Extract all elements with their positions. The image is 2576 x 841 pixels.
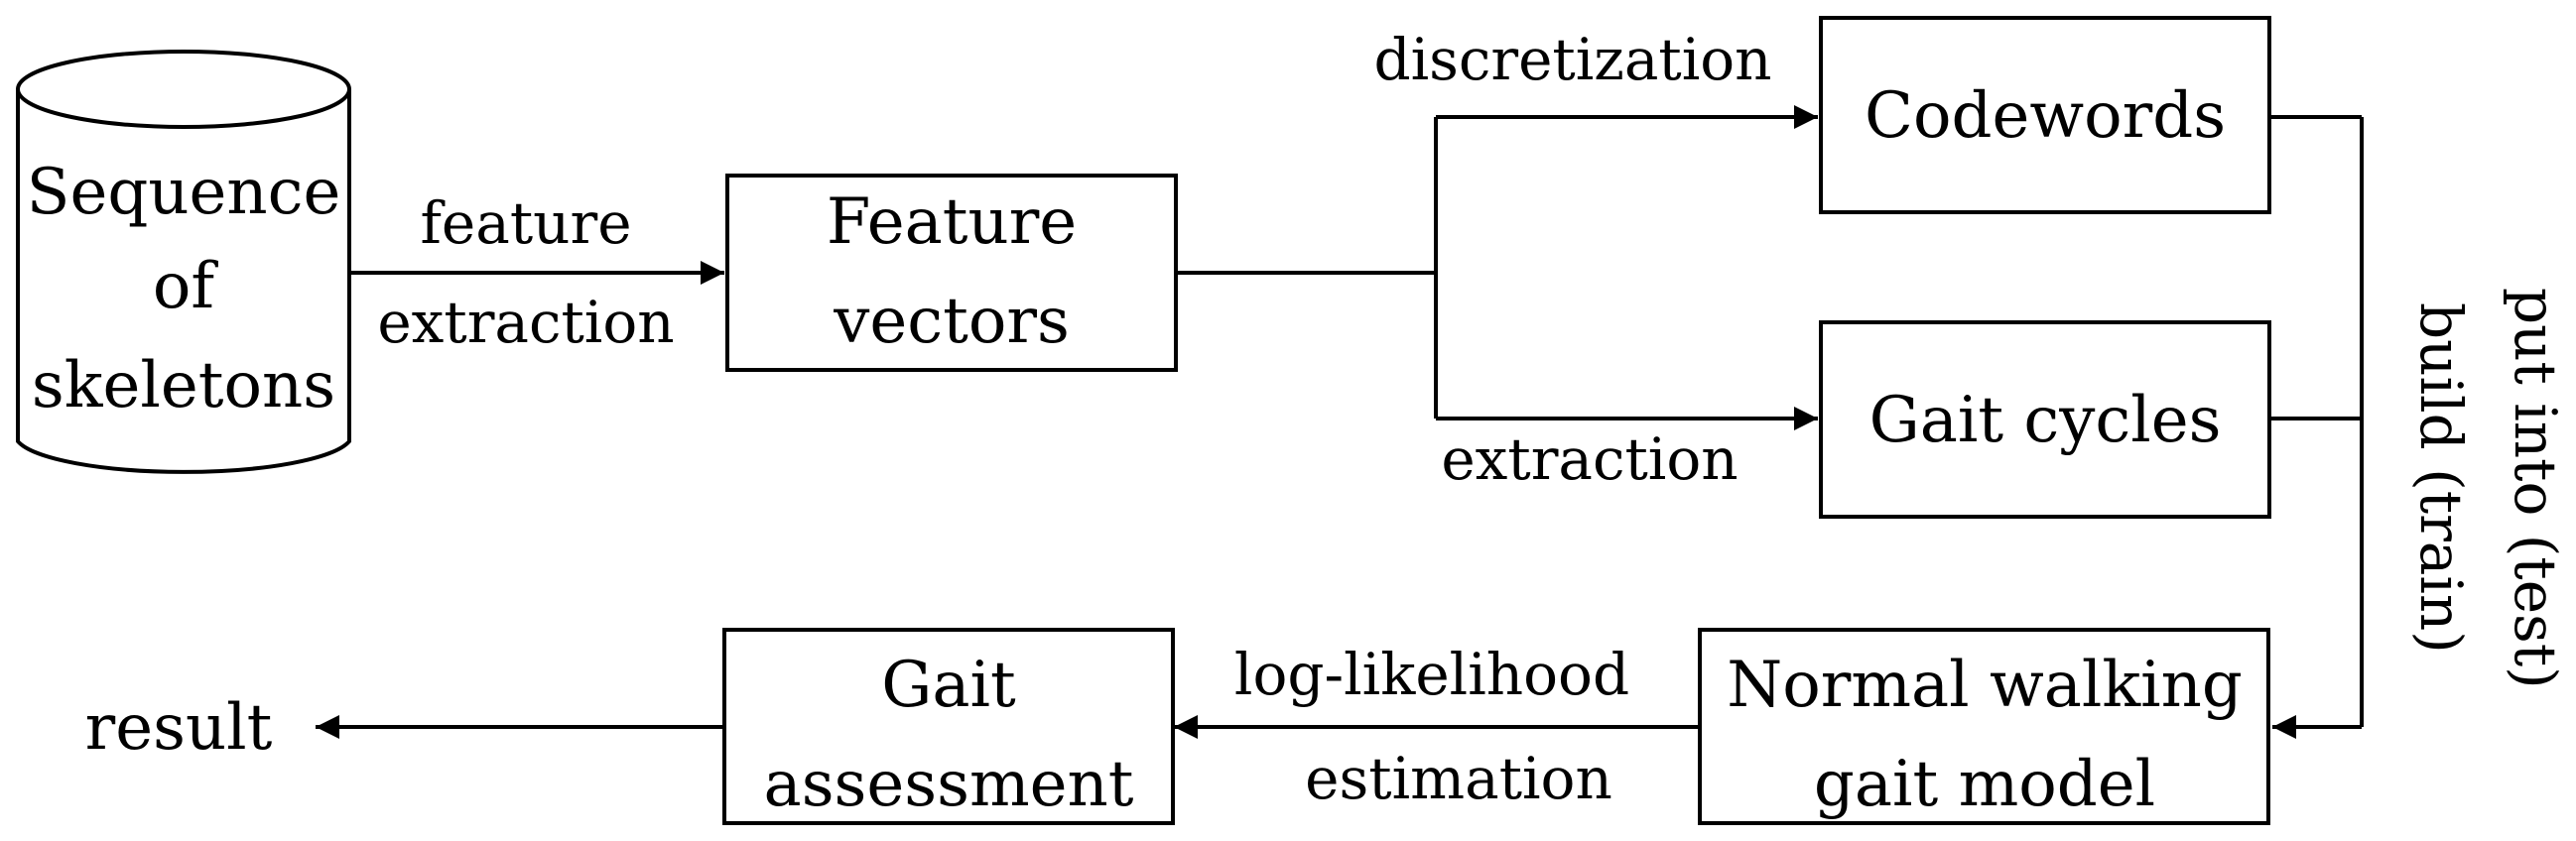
put-into-test-label: put into (test) [2502,288,2569,689]
database-label-line3: skeletons [32,349,335,422]
feature-vectors-line1: Feature [827,185,1077,259]
gait-model-line1: Normal walking [1727,649,2243,722]
loglikelihood-label-line1: log-likelihood [1234,641,1629,708]
feature-extraction-label-line1: feature [420,189,631,257]
feature-vectors-line2: vectors [833,285,1070,358]
gait-model-line2: gait model [1814,748,2155,821]
gait-assessment-line2: assessment [764,748,1134,821]
loglikelihood-label-line2: estimation [1305,745,1612,812]
gait-assessment-box: Gait assessment [722,628,1175,825]
feature-extraction-label-line2: extraction [377,289,674,356]
feature-vectors-box: Feature vectors [725,174,1178,372]
gait-model-box: Normal walking gait model [1698,628,2270,825]
codewords-box: Codewords [1819,16,2271,214]
gait-cycles-label: Gait cycles [1869,384,2222,457]
result-label: result [85,691,273,765]
discretization-label: discretization [1373,26,1771,93]
gait-assessment-line1: Gait [881,649,1016,722]
extraction-label: extraction [1441,425,1738,493]
build-train-label: build (train) [2407,302,2475,654]
database-label-line1: Sequence [27,156,341,229]
database-label-line2: of [153,250,219,323]
codewords-label: Codewords [1865,79,2226,153]
skeleton-sequence-database: Sequence of skeletons [16,50,351,474]
gait-cycles-box: Gait cycles [1819,320,2271,519]
